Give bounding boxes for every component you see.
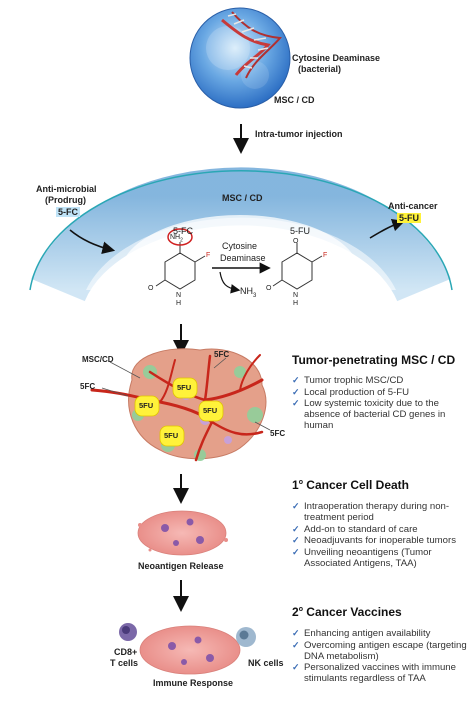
cd8-t-cell-icon	[119, 623, 137, 641]
structure-5fc	[155, 242, 206, 290]
list-item: ✓Tumor trophic MSC/CD	[292, 375, 404, 386]
reaction-5fc-label: 5-FC	[173, 226, 193, 236]
list-item: ✓Personalized vaccines with immune stimu…	[292, 662, 456, 684]
immune-cluster	[139, 625, 241, 675]
nh3-label: NH3	[240, 286, 257, 299]
check-icon: ✓	[292, 546, 300, 557]
list-item: ✓Intraoperation therapy during non-treat…	[292, 501, 450, 523]
anti-microbial-label: Anti-microbial	[36, 184, 97, 194]
injection-label: Intra-tumor injection	[255, 129, 343, 139]
enzyme-line2: Deaminase	[220, 253, 266, 263]
atom-o-right: O	[266, 285, 272, 292]
section3-list: ✓Enhancing antigen availability ✓Overcom…	[292, 628, 472, 685]
fc-tag: 5-FC	[56, 207, 80, 217]
section2-title: 1o Cancer Cell Death	[292, 478, 410, 492]
prodrug-in-arrow	[69, 229, 116, 255]
list-item: ✓Unveiling neoantigens (Tumor Associated…	[292, 546, 432, 569]
tumor-5fc-right: 5FC	[270, 429, 286, 438]
nh2-label: NH2	[170, 234, 183, 244]
tumor-5fc-top: 5FC	[214, 350, 230, 359]
check-icon: ✓	[292, 535, 300, 545]
section2-list: ✓Intraoperation therapy during non-treat…	[292, 501, 472, 569]
fu-label-3: 5FU	[203, 406, 218, 415]
list-item: ✓Low systemic toxicity due to the absenc…	[292, 398, 446, 431]
atom-n-left: N	[176, 292, 182, 299]
neoantigen-release-label: Neoantigen Release	[138, 561, 224, 571]
check-icon: ✓	[292, 398, 300, 408]
neoantigen-cluster	[137, 510, 228, 556]
list-item: ✓Add-on to standard of care	[292, 523, 418, 535]
fu-tag: 5-FU	[397, 213, 421, 223]
atom-h-left: H	[176, 300, 182, 307]
check-icon: ✓	[292, 501, 300, 511]
check-icon: ✓	[292, 375, 300, 385]
check-icon: ✓	[292, 639, 300, 650]
enzyme-line1: Cytosine	[222, 241, 258, 251]
cd8-line1: CD8+	[114, 647, 138, 657]
cd-sub-label: (bacterial)	[298, 64, 342, 74]
atom-f-left: F	[206, 252, 211, 259]
fu-label-1: 5FU	[177, 383, 192, 392]
cd-name-label: Cytosine Deaminase	[292, 53, 381, 63]
list-item: ✓Enhancing antigen availability	[292, 628, 431, 639]
tumor-pointer-lines	[101, 357, 271, 431]
tumor-msc-cd-label: MSC/CD	[82, 355, 114, 364]
check-icon: ✓	[292, 523, 300, 534]
cd8-line2: T cells	[110, 658, 139, 668]
anti-cancer-label: Anti-cancer	[388, 201, 438, 211]
immune-response-label: Immune Response	[153, 678, 234, 688]
list-item: ✓Local production of 5-FU	[292, 386, 410, 398]
section3-title: 2o Cancer Vaccines	[292, 605, 402, 619]
atom-o-left: O	[148, 285, 154, 292]
fu-burst-markers	[134, 377, 224, 447]
check-icon: ✓	[292, 662, 300, 672]
dome-msc-cd-label: MSC / CD	[222, 193, 263, 203]
section1-list: ✓Tumor trophic MSC/CD ✓Local production …	[292, 375, 472, 432]
list-item: ✓Neoadjuvants for inoperable tumors	[292, 535, 456, 546]
tumor-5fc-left: 5FC	[80, 382, 96, 391]
msc-cd-top-label: MSC / CD	[274, 95, 315, 105]
atom-f-right: F	[323, 252, 328, 259]
fu-label-2: 5FU	[139, 401, 154, 410]
anti-cancer-out-arrow	[369, 218, 406, 239]
check-icon: ✓	[292, 628, 300, 638]
dna-helix-icon	[221, 11, 282, 79]
atom-o-right-top: O	[293, 238, 299, 245]
fu-label-4: 5FU	[164, 431, 179, 440]
reaction-5fu-label: 5-FU	[290, 226, 310, 236]
section1-title: Tumor-penetrating MSC / CD	[292, 353, 456, 367]
msc-cell-illustration	[189, 7, 291, 109]
check-icon: ✓	[292, 386, 300, 397]
atom-n-right: N	[293, 292, 299, 299]
list-item: ✓Overcoming antigen escape (targeting DN…	[292, 639, 467, 662]
atom-h-right: H	[293, 300, 299, 307]
nk-cell-icon	[236, 627, 256, 647]
prodrug-label: (Prodrug)	[45, 195, 86, 205]
nh3-release-arrow	[219, 271, 241, 294]
nh2-highlight-circle	[167, 228, 193, 246]
structure-5fu	[272, 243, 323, 290]
nk-cells-label: NK cells	[248, 658, 284, 668]
